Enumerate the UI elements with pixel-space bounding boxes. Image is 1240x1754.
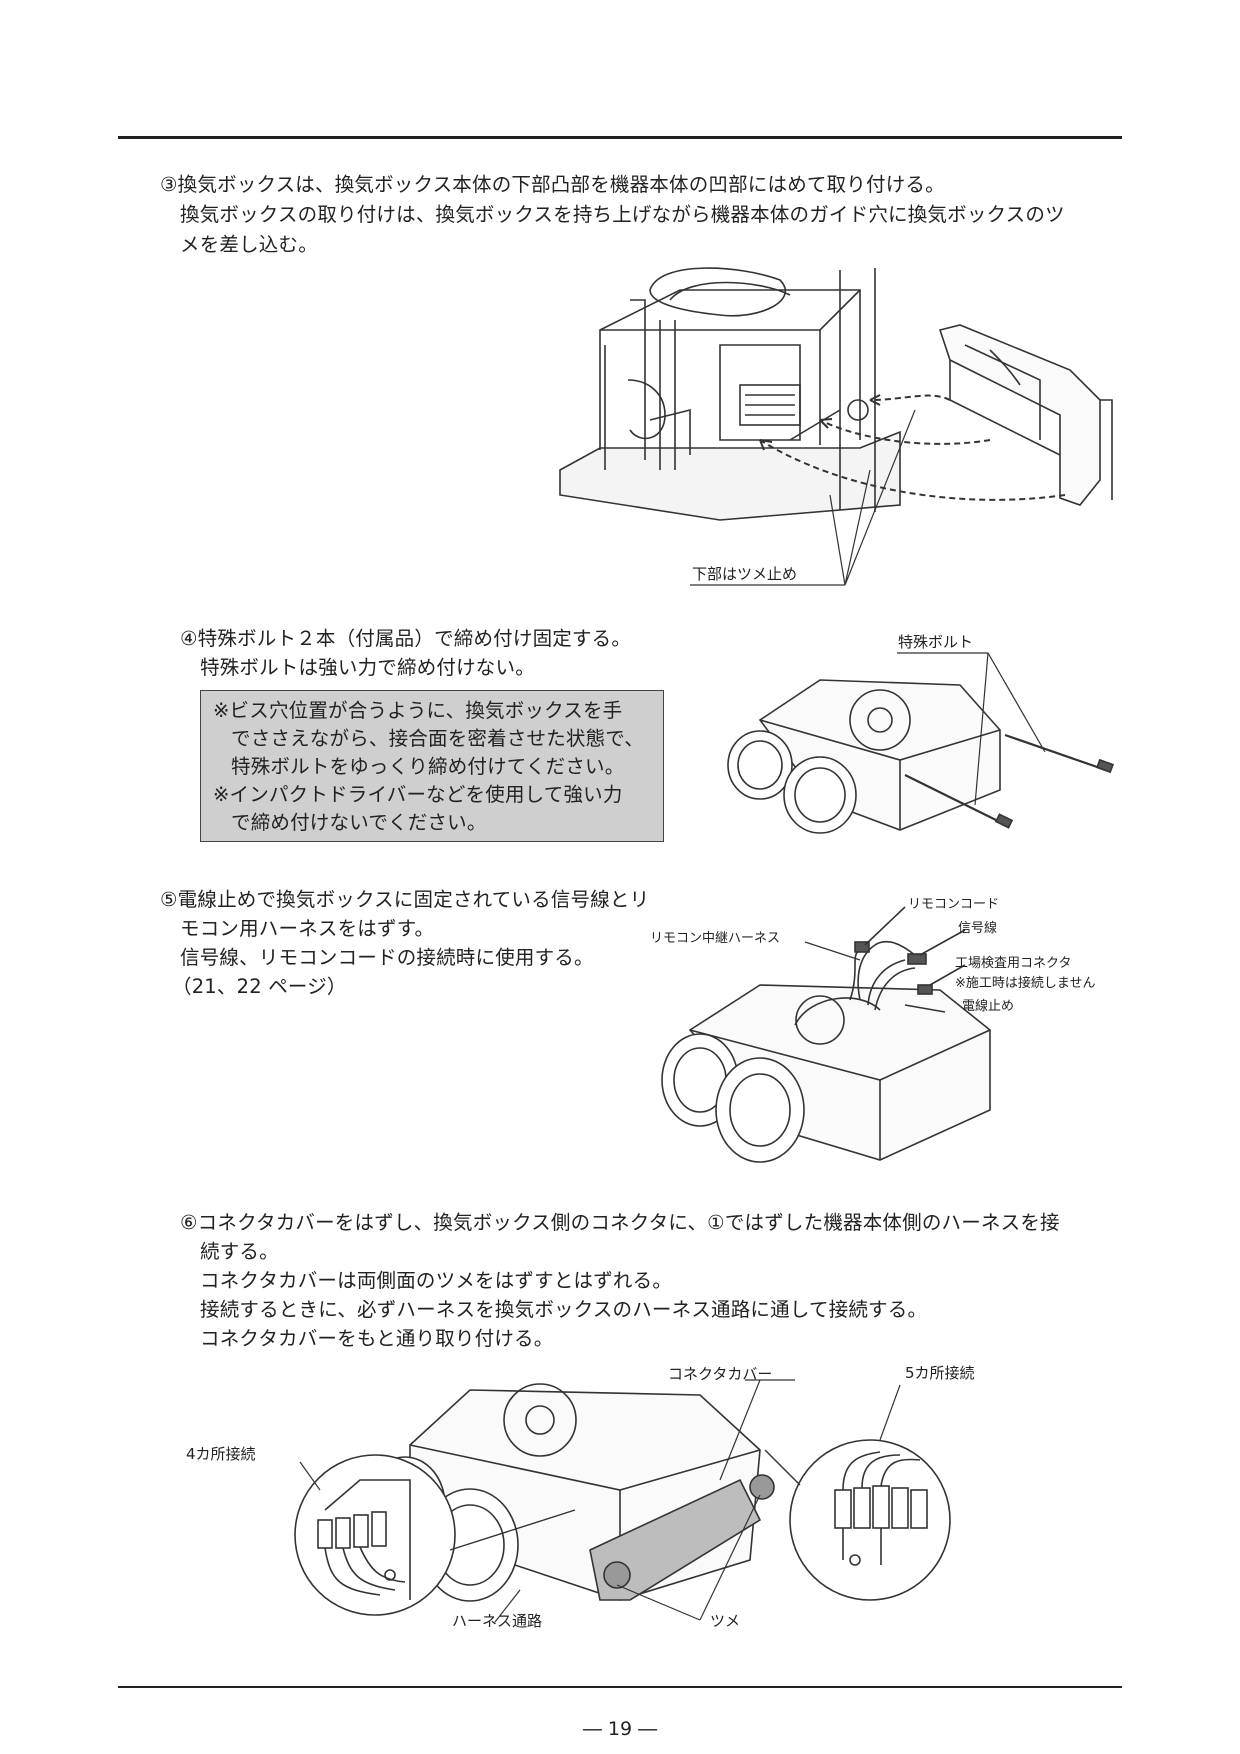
- step5-line4: （21、22 ページ）: [172, 975, 347, 998]
- label-not-connected-note: ※施工時は接続しません: [955, 976, 1096, 991]
- page-number: ― 19 ―: [582, 1718, 658, 1740]
- note-line-1: ※ビス穴位置が合うように、換気ボックスを手: [213, 699, 623, 722]
- step6-line2: 続する。: [200, 1240, 279, 1263]
- label-claw: ツメ: [710, 1612, 741, 1630]
- step6-line1: ⑥コネクタカバーをはずし、換気ボックス側のコネクタに、①ではずした機器本体側のハ…: [180, 1211, 1060, 1234]
- figure-unit-and-box: [559, 267, 1113, 586]
- label-bottom-claw: 下部はツメ止め: [692, 565, 798, 583]
- step3-line1: ③換気ボックスは、換気ボックス本体の下部凸部を機器本体の凹部にはめて取り付ける。: [160, 173, 945, 196]
- label-connector-cover: コネクタカバー: [668, 1365, 773, 1383]
- step4-line2: 特殊ボルトは強い力で締め付けない。: [200, 656, 535, 679]
- caution-note-box: ※ビス穴位置が合うように、換気ボックスを手 でささえながら、接合面を密着させた状…: [200, 690, 664, 842]
- step6-line5: コネクタカバーをもと通り取り付ける。: [200, 1327, 554, 1350]
- header-rule: [118, 136, 1122, 139]
- note-line-2: でささえながら、接合面を密着させた状態で、: [231, 727, 644, 750]
- footer-rule: [118, 1686, 1122, 1688]
- label-remocon-cord: リモコンコード: [908, 897, 1000, 912]
- figure-connectors: [294, 1379, 951, 1623]
- figure-special-bolt: [727, 652, 1114, 834]
- step6-line3: コネクタカバーは両側面のツメをはずすとはずれる。: [200, 1269, 673, 1292]
- label-special-bolt: 特殊ボルト: [898, 633, 974, 651]
- note-line-5: で締め付けないでください。: [231, 811, 487, 834]
- step3-line2: 換気ボックスの取り付けは、換気ボックスを持ち上げながら機器本体のガイド穴に換気ボ…: [180, 203, 1065, 226]
- note-line-3: 特殊ボルトをゆっくり締め付けてください。: [231, 755, 625, 778]
- step3-line3: メを差し込む。: [180, 233, 318, 256]
- label-signal-wire: 信号線: [958, 921, 998, 936]
- label-factory-connector: 工場検査用コネクタ: [955, 956, 1072, 971]
- label-relay-harness: リモコン中継ハーネス: [650, 931, 781, 946]
- step5-line1: ⑤電線止めで換気ボックスに固定されている信号線とリ: [160, 888, 650, 911]
- step5-line3: 信号線、リモコンコードの接続時に使用する。: [180, 946, 594, 969]
- label-five-connections: 5カ所接続: [905, 1364, 975, 1382]
- label-harness-passage: ハーネス通路: [452, 1612, 543, 1630]
- label-four-connections: 4カ所接続: [186, 1445, 256, 1463]
- label-wire-stopper: 電線止め: [962, 999, 1015, 1014]
- step4-line1: ④特殊ボルト２本（付属品）で締め付け固定する。: [180, 627, 632, 650]
- step5-line2: モコン用ハーネスをはずす。: [180, 917, 435, 940]
- figure-harness: [661, 906, 991, 1163]
- note-line-4: ※インパクトドライバーなどを使用して強い力: [213, 783, 623, 806]
- step6-line4: 接続するときに、必ずハーネスを換気ボックスのハーネス通路に通して接続する。: [200, 1298, 928, 1321]
